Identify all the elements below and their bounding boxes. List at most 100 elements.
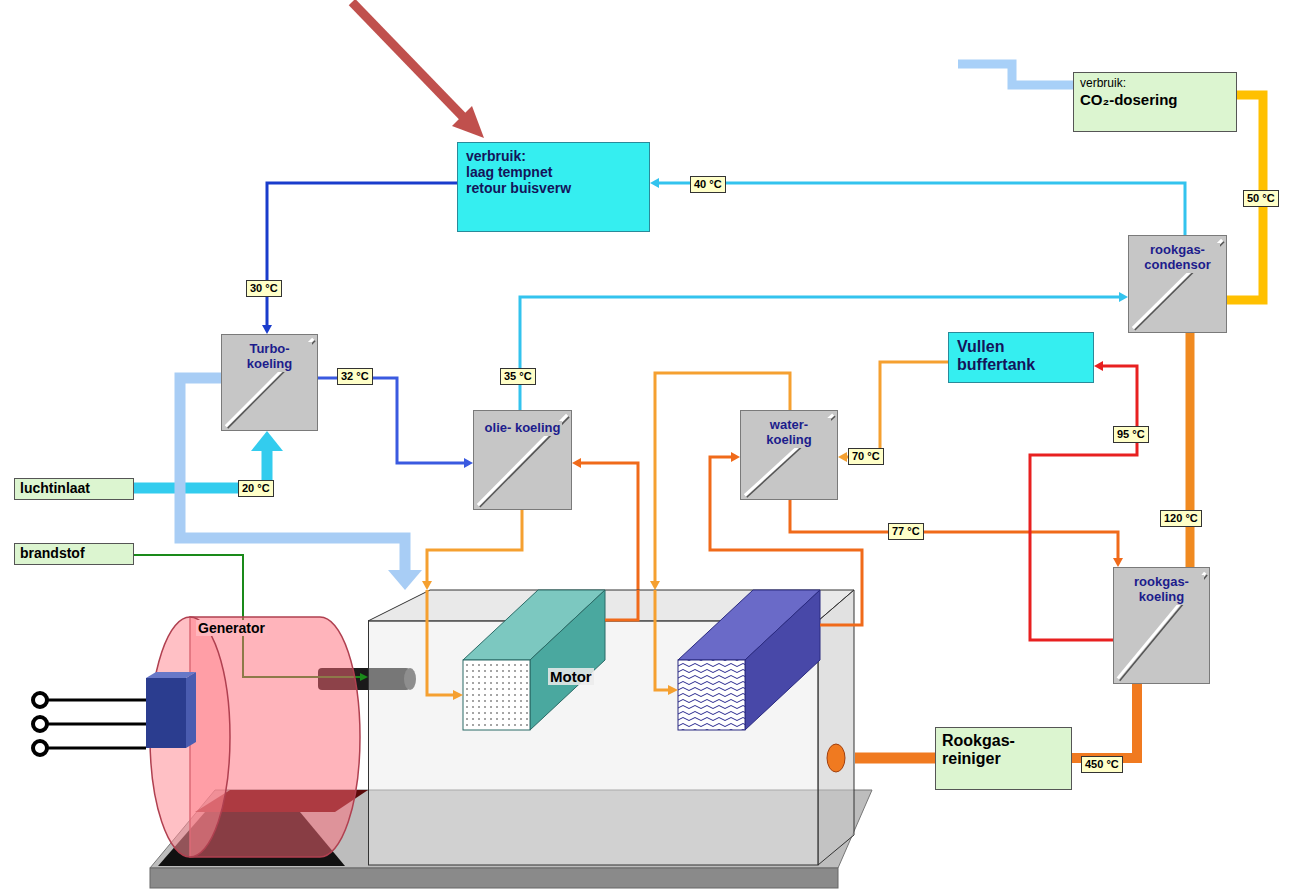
node-label: water- koeling [747, 418, 831, 448]
diagonal-light [478, 415, 567, 505]
consumer-box: verbruik:CO₂-dosering [1073, 72, 1237, 132]
pipe-line [267, 183, 457, 328]
co2-outlet-pipe [958, 64, 1073, 85]
exhaust-port [827, 744, 845, 772]
pipe-connector [855, 758, 935, 759]
heat-exchanger: rookgas- condensor [1128, 235, 1227, 333]
oil-cooler-side [530, 590, 605, 730]
arrow-head [572, 458, 581, 468]
pipe-connector [838, 362, 948, 462]
pipe-connector [790, 500, 1123, 567]
diagonal-light [745, 415, 833, 496]
diagonal-light [226, 339, 313, 426]
engine-block-outline [368, 590, 855, 866]
oil-pipe-head [453, 690, 463, 700]
heat-exchanger: rookgas- koeling [1113, 567, 1210, 684]
pipe-connector [422, 510, 522, 590]
pipe-line [1072, 684, 1137, 758]
pipe-line [855, 753, 935, 764]
pipe-connector [318, 378, 473, 468]
heat-exchanger: olie- koeling [473, 410, 572, 510]
arrow-head [422, 581, 432, 590]
node-label: CO₂-dosering [1080, 91, 1230, 108]
generator-drum-outline [140, 612, 370, 862]
engine-side [818, 590, 854, 865]
water-pipe [655, 590, 670, 690]
base-plate-front [150, 868, 838, 888]
temperature-label: 95 °C [1113, 426, 1149, 443]
node-label: rookgas- condensor [1136, 243, 1220, 273]
pipe-connector [1190, 333, 1191, 567]
heat-exchanger: water- koeling [740, 410, 838, 500]
temperature-label: 50 °C [1243, 190, 1279, 207]
pipe-connector [520, 292, 1128, 410]
node-label: Motor [548, 668, 594, 685]
water-jacket-side [745, 590, 820, 730]
water-pipe [820, 624, 855, 627]
terminal-wire [40, 699, 146, 702]
arrow-head [650, 581, 660, 590]
flue-gas-cleaner: Rookgas- reiniger [935, 727, 1072, 790]
arrow-head [731, 452, 740, 462]
node-label: laag tempnet retour buisverw [466, 164, 591, 196]
pipe-connector [262, 183, 457, 334]
arrow-head [1094, 361, 1103, 371]
water-jacket-front [678, 660, 745, 730]
arrow-head [262, 325, 272, 334]
pipe-line [844, 362, 948, 457]
temperature-label: 35 °C [500, 368, 536, 385]
diagonal-dark [228, 341, 315, 428]
pointer-arrow-head [452, 106, 484, 138]
pipe-connector [572, 458, 638, 590]
node-label: Turbo- koeling [228, 342, 312, 372]
pipe-line [1186, 333, 1195, 567]
arrow-head [464, 458, 473, 468]
terminal-wire [40, 747, 146, 750]
arrow-head [838, 452, 847, 462]
terminal-block-top [146, 672, 196, 678]
temperature-label: 77 °C [888, 523, 924, 540]
node-label: brandstof [20, 545, 128, 561]
water-pipe-head [668, 685, 678, 695]
temperature-label: 40 °C [690, 176, 726, 193]
heat-exchanger: Turbo- koeling [221, 334, 318, 431]
arrow-head [1113, 558, 1123, 567]
pipe-line [578, 463, 638, 590]
diagonal-light [1118, 573, 1205, 679]
temperature-label: 30 °C [246, 280, 282, 297]
consumer-box: verbruik:laag tempnet retour buisverw [457, 142, 650, 232]
pipe-line [520, 297, 1122, 410]
terminal-block [146, 678, 186, 748]
pipe-line [790, 500, 1118, 561]
buffer-tank-box: Vullen buffertank [948, 332, 1094, 383]
temperature-label: 20 °C [238, 480, 274, 497]
node-label: Vullen buffertank [957, 338, 1057, 375]
terminal-block-side [186, 672, 196, 748]
input-box: luchtinlaat [14, 478, 134, 500]
pointer-arrow [352, 2, 466, 120]
arrow-head [650, 178, 659, 188]
oil-pipe [605, 590, 638, 620]
temperature-label: 120 °C [1160, 510, 1202, 527]
node-label: Rookgas- reiniger [942, 732, 1042, 769]
pipe-connector [1072, 684, 1137, 758]
node-heading: verbruik: [1080, 77, 1230, 91]
diagonal-light [1133, 240, 1222, 328]
diagonal-dark [747, 416, 835, 497]
diagonal-dark [1135, 242, 1224, 330]
oil-cooler-front [463, 660, 530, 730]
temperature-label: 450 °C [1081, 756, 1123, 773]
arrow-head [1119, 292, 1128, 302]
terminal-pin [33, 717, 47, 731]
terminal-wire [40, 723, 146, 726]
diagonal-dark [480, 417, 569, 507]
input-box: brandstof [14, 543, 134, 565]
pipe-line [656, 183, 1185, 235]
node-label: Generator [196, 620, 267, 636]
generator-drum: Generator [140, 612, 370, 862]
pipe-line [318, 378, 467, 463]
arrow-head [388, 570, 422, 590]
node-label: olie- koeling [483, 421, 563, 436]
arrow-head [360, 673, 368, 681]
temperature-label: 32 °C [337, 368, 373, 385]
